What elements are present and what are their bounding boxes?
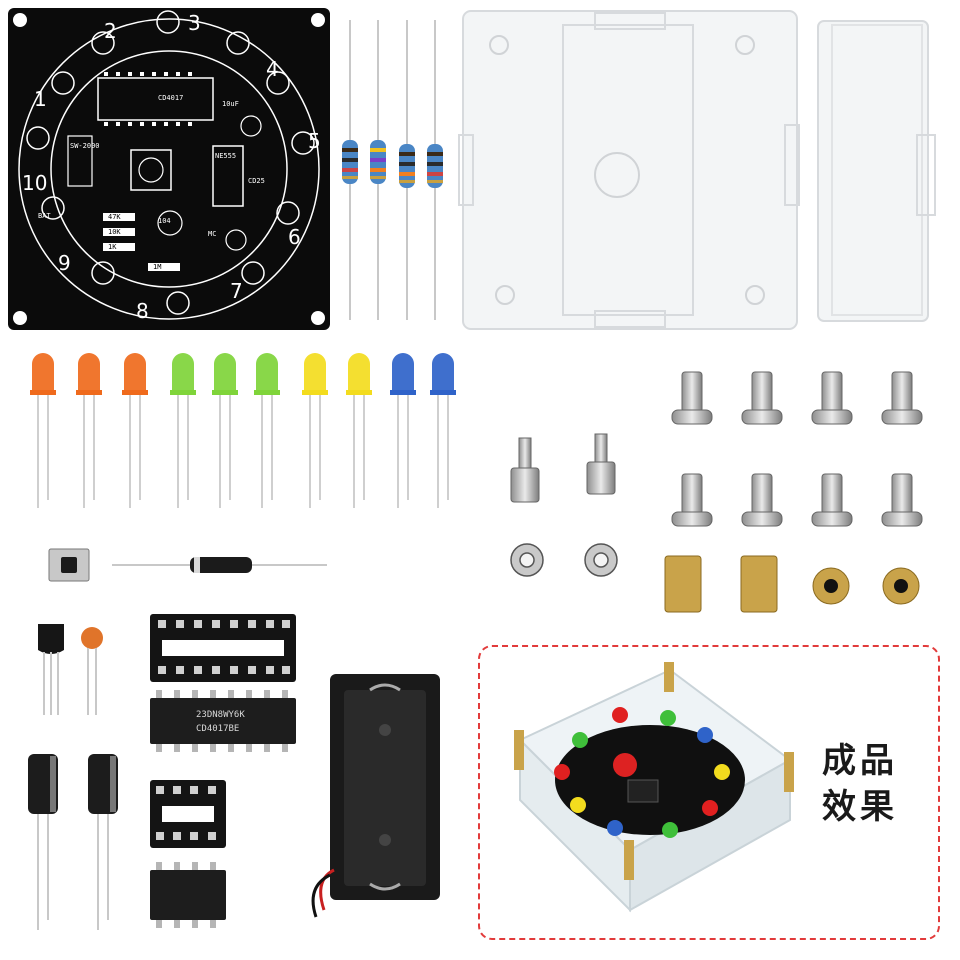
pcb-number-3: 3 <box>188 11 201 35</box>
finished-product-frame <box>478 645 940 940</box>
diode <box>112 557 327 573</box>
led-9 <box>390 353 416 508</box>
led-5 <box>212 353 238 508</box>
led-8 <box>346 353 372 508</box>
led-1 <box>30 353 56 508</box>
ic-socket-8pin <box>150 780 226 848</box>
metal-standoffs <box>510 433 618 577</box>
pcb-label-1m: 1M <box>153 263 161 271</box>
acrylic-case-side <box>817 20 936 322</box>
pcb-number-2: 2 <box>104 19 117 43</box>
pcb-label-bat: BAT <box>38 212 51 220</box>
chip-cd4017: 23DN8WY6K CD4017BE <box>150 690 296 752</box>
resistors <box>342 20 443 320</box>
screws <box>671 371 923 527</box>
transistor-and-ceramic-cap <box>38 624 103 715</box>
finished-product-photo <box>514 662 794 913</box>
pcb-number-7: 7 <box>230 279 243 303</box>
finished-label-line1: 成品 <box>822 741 898 781</box>
brass-standoffs <box>664 555 920 613</box>
pcb-number-1: 1 <box>34 87 47 111</box>
acrylic-case-top <box>458 10 800 330</box>
pcb-number-8: 8 <box>136 299 149 323</box>
pcb-label-ne555: NE555 <box>215 152 236 160</box>
battery-holder <box>311 674 440 918</box>
pcb-number-6: 6 <box>288 225 301 249</box>
finished-label-line2: 效果 <box>822 787 898 827</box>
pcb-label-10k: 10K <box>108 228 121 236</box>
pcb-label-104: 104 <box>158 217 171 225</box>
pcb-label-mc: MC <box>208 230 216 238</box>
pcb-number-4: 4 <box>266 57 279 81</box>
tact-switch <box>48 548 90 582</box>
pcb-label-1k: 1K <box>108 243 117 251</box>
pcb-label-cap: 10uF <box>222 100 239 108</box>
led-7 <box>302 353 328 508</box>
pcb-board: 1 2 3 4 5 6 7 8 9 10 CD4017 NE555 SW-200… <box>8 8 330 330</box>
led-3 <box>122 353 148 508</box>
electrolytic-capacitors <box>28 754 118 930</box>
led-6 <box>254 353 280 508</box>
chip-cd4017-line1: 23DN8WY6K <box>196 710 245 720</box>
pcb-number-9: 9 <box>58 251 71 275</box>
ic-socket-16pin <box>150 614 296 682</box>
pcb-number-5: 5 <box>308 129 321 153</box>
finished-label: 成品 效果 <box>822 738 922 830</box>
pcb-number-10: 10 <box>22 171 47 195</box>
led-10 <box>430 353 456 508</box>
pcb-label-sw: SW-2000 <box>70 142 100 150</box>
led-row <box>30 353 456 508</box>
chip-ne555 <box>150 862 226 928</box>
pcb-label-47k: 47K <box>108 213 121 221</box>
led-2 <box>76 353 102 508</box>
led-4 <box>170 353 196 508</box>
pcb-label-cd4017: CD4017 <box>158 94 183 102</box>
pcb-label-cd25: CD25 <box>248 177 265 185</box>
chip-cd4017-line2: CD4017BE <box>196 724 239 734</box>
